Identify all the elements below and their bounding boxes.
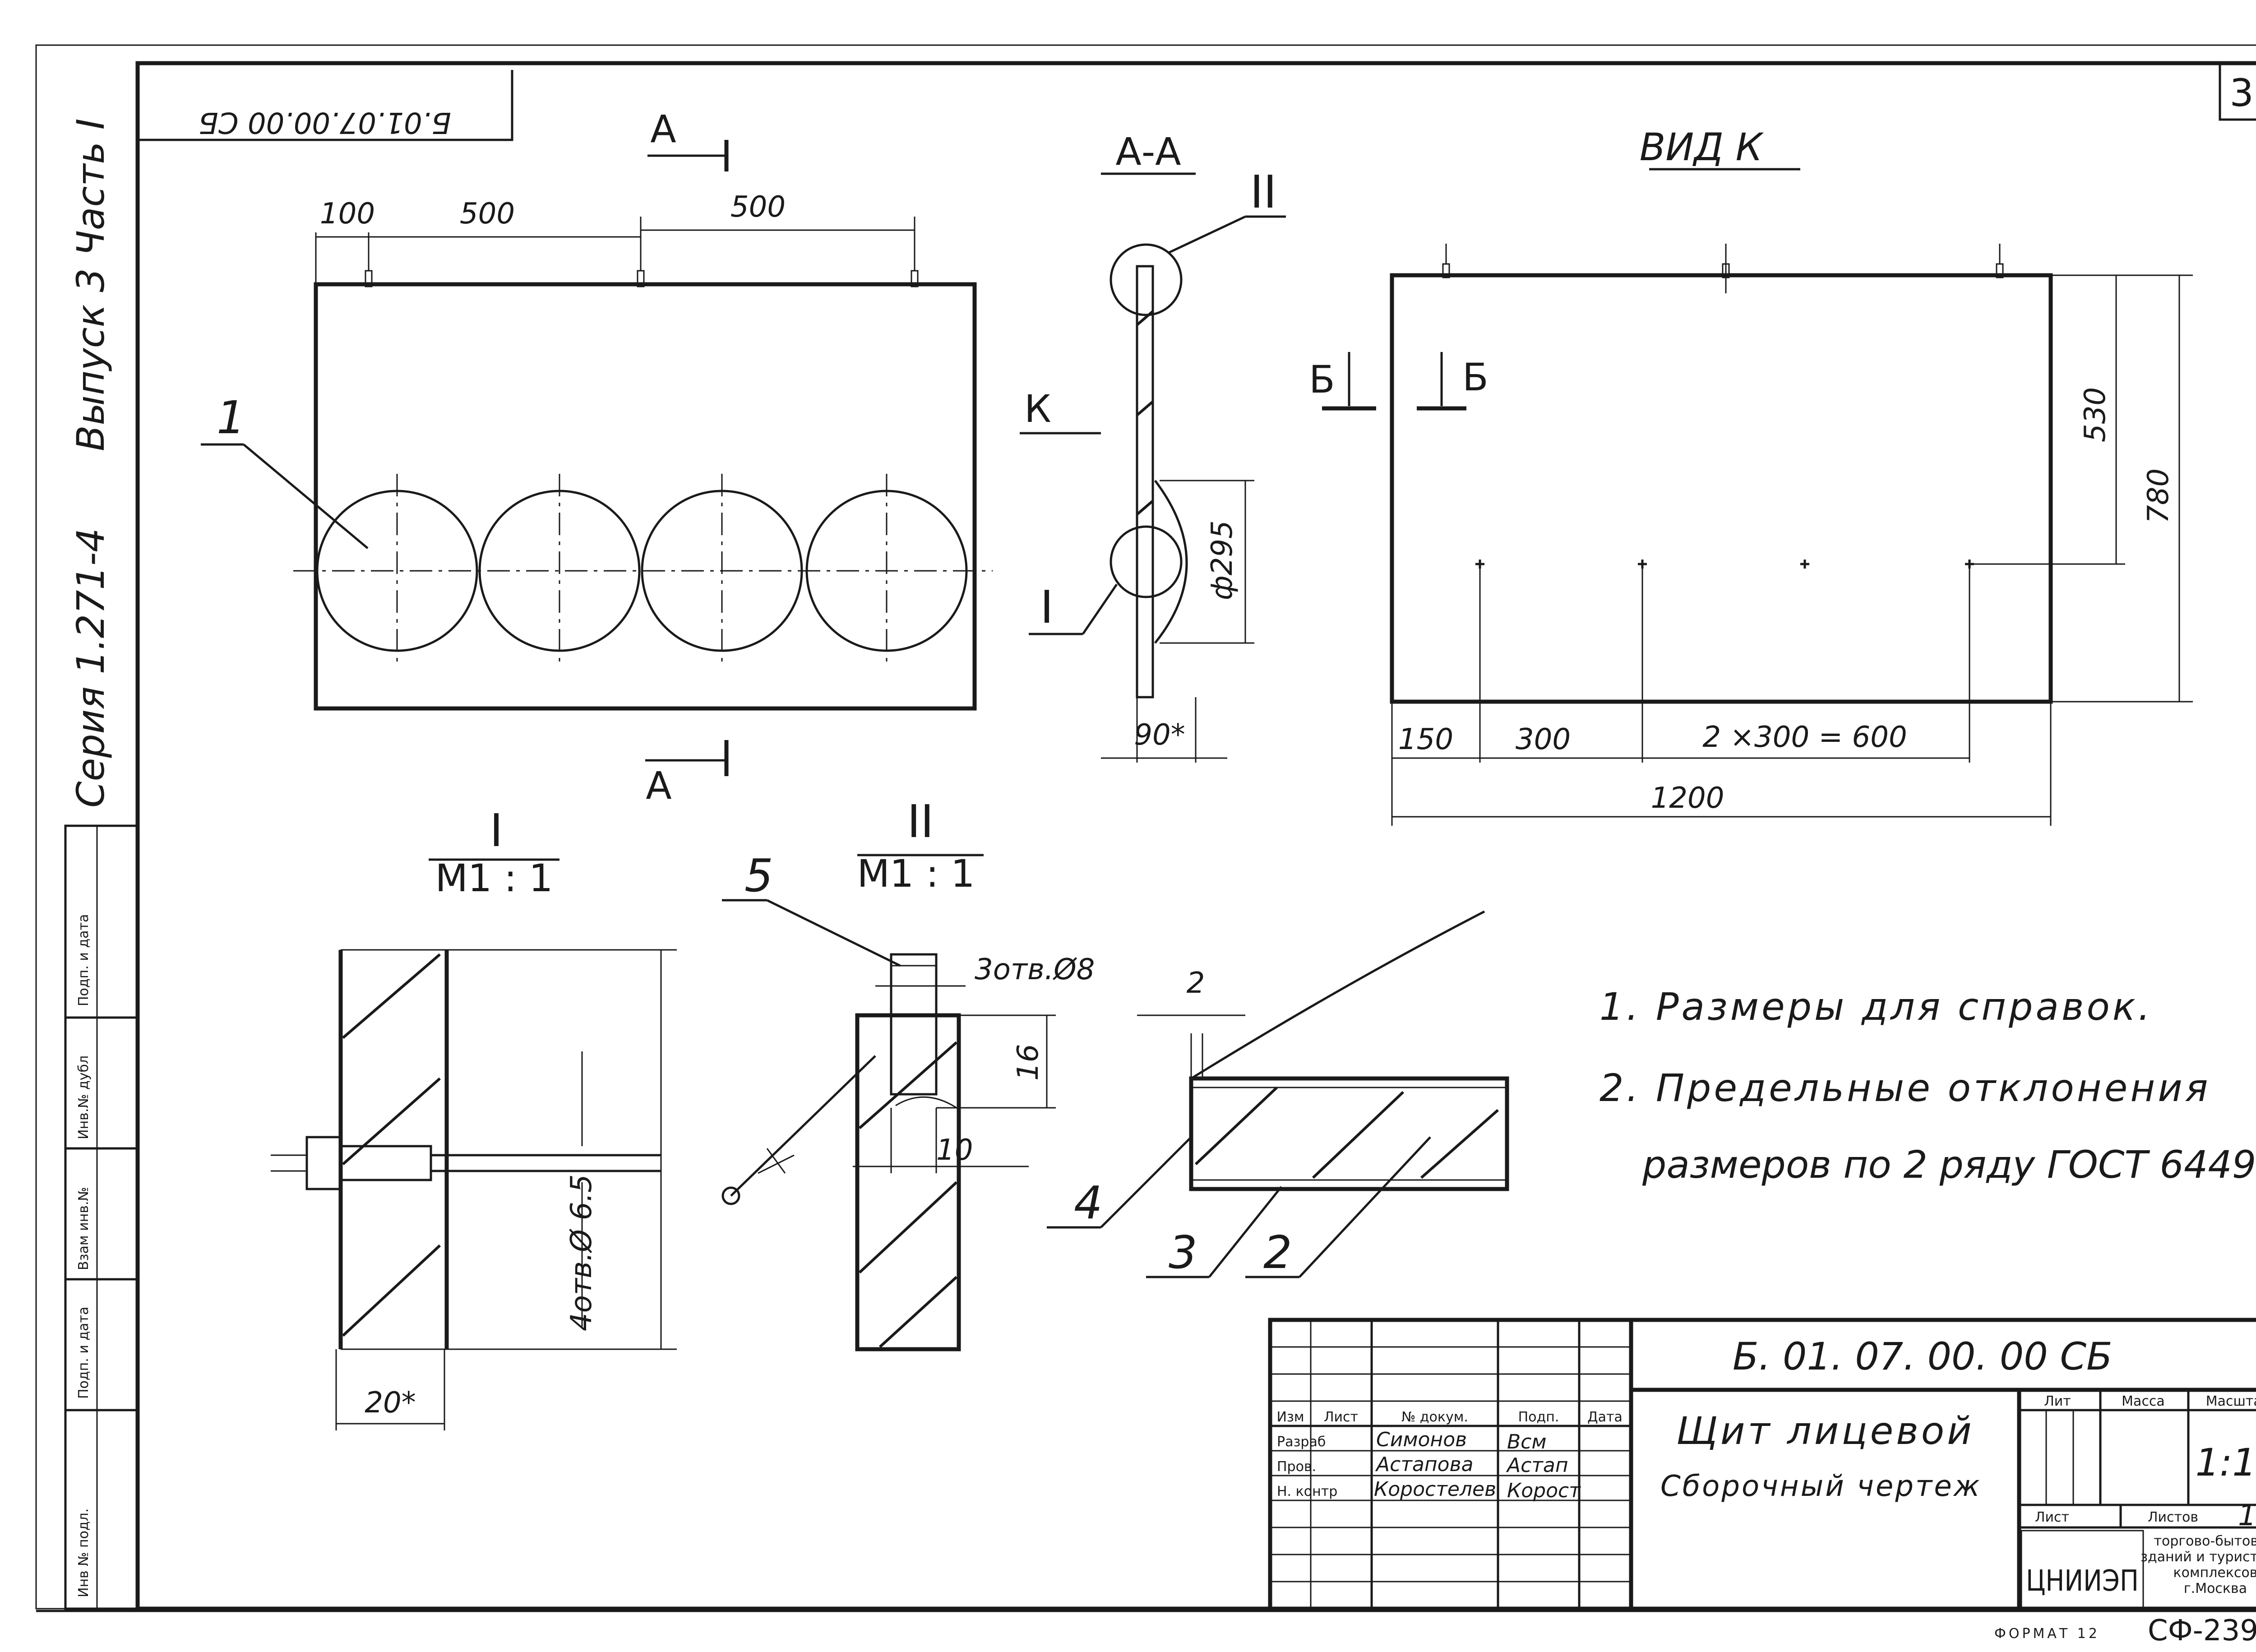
- detail-i-title: I: [490, 804, 503, 857]
- tb-signature-2: Астап: [1506, 1454, 1568, 1477]
- series-label: Серия 1.271-4: [69, 528, 113, 808]
- callout-ii: II: [1250, 166, 1277, 218]
- tb-lit-label: Лит: [2044, 1393, 2071, 1409]
- org-line-3: комплексов: [2173, 1565, 2256, 1581]
- dim-530: 530: [2079, 387, 2112, 442]
- detail-i: I М1 : 1 4отв.Ø 6.5 20*: [271, 804, 677, 1430]
- page-number: 31: [2230, 71, 2256, 115]
- org-line-4: г.Москва: [2184, 1581, 2247, 1596]
- tb-sheets-label: Листов: [2148, 1509, 2198, 1525]
- dim-780: 780: [2142, 468, 2175, 523]
- tb-role-razrab: Разраб: [1277, 1434, 1326, 1450]
- org-logo: ЦНИИЭП: [2026, 1564, 2139, 1598]
- dim-150: 150: [1398, 723, 1453, 756]
- dim-500-b: 500: [730, 190, 786, 224]
- tb-header-izm: Изм: [1276, 1409, 1304, 1425]
- format-label: ФОРМАТ 12: [1994, 1626, 2100, 1642]
- view-k-arrow: К: [1024, 387, 1051, 431]
- dim-90: 90*: [1134, 718, 1185, 752]
- col-podp-data-1: Подп. и дата: [76, 1307, 92, 1399]
- detail-ii-scale: М1 : 1: [857, 851, 975, 896]
- tb-mass-label: Масса: [2122, 1393, 2165, 1409]
- tb-role-nkontr: Н. контр: [1277, 1484, 1337, 1499]
- section-a-top: А: [650, 107, 676, 151]
- left-signature-strip: Инв № подл. Подп. и дата Взам инв.№ Инв.…: [64, 824, 139, 1610]
- section-b-label-4: 4: [1074, 1176, 1103, 1229]
- issue-label: Выпуск 3 Часть I: [69, 118, 113, 451]
- view-k-title: ВИД К: [1640, 125, 1764, 169]
- notes: 1. Размеры для справок. 2. Предельные от…: [1600, 985, 2256, 1187]
- view-k: ВИД К Б Б 530 780: [1309, 125, 2193, 826]
- org-logo-box: [2020, 1530, 2144, 1608]
- dim-300: 300: [1516, 723, 1571, 756]
- tb-name-line-2: Сборочный чертеж: [1660, 1470, 1981, 1503]
- detail-ii: II М1 : 1 5 3отв.Ø8 16 10: [721, 795, 1095, 1351]
- detail-ii-title: II: [907, 795, 934, 848]
- org-line-2: зданий и туристских: [2140, 1549, 2256, 1565]
- tb-header-list: Лист: [1324, 1409, 1358, 1425]
- dim-600: 2 ×300 = 600: [1702, 721, 1907, 754]
- section-b-label-3: 3: [1169, 1226, 1197, 1279]
- col-inv-podl: Инв № подл.: [76, 1509, 92, 1597]
- main-view: 100 500 500 1 А А: [201, 107, 993, 808]
- section-b-label-2: 2: [1263, 1226, 1292, 1279]
- detail-i-holes: 4отв.Ø 6.5: [565, 1174, 598, 1331]
- dim-diameter: ф295: [1206, 520, 1239, 600]
- col-inv-dubl: Инв.№ дубл: [76, 1055, 92, 1139]
- tb-header-dokum: № докум.: [1401, 1409, 1468, 1425]
- tb-sheets-value: 1: [2238, 1499, 2256, 1532]
- mirrored-code-box: Б.01.07.00.00 СБ: [138, 70, 513, 141]
- tb-name-simonov: Симонов: [1376, 1428, 1467, 1451]
- stamp-code: СФ-239-: [2148, 1614, 2256, 1647]
- tb-sheet-label: Лист: [2035, 1509, 2069, 1525]
- part-5-label: 5: [744, 849, 773, 902]
- note-1: 1. Размеры для справок.: [1600, 985, 2153, 1029]
- tb-name-line-1: Щит лицевой: [1676, 1409, 1974, 1453]
- detail-ii-dim-10: 10: [936, 1134, 973, 1167]
- tb-header-data: Дата: [1587, 1409, 1623, 1425]
- section-aa-title: А-А: [1115, 130, 1181, 174]
- title-block: Изм Лист № докум. Подп. Дата Разраб Пров…: [1268, 1318, 2256, 1611]
- callout-i: I: [1040, 581, 1054, 634]
- tb-scale-label: Масштаб: [2206, 1393, 2256, 1409]
- tb-scale-value: 1:10: [2196, 1440, 2256, 1485]
- tb-header-podp: Подп.: [1518, 1409, 1559, 1425]
- tb-role-prov: Пров.: [1277, 1459, 1316, 1475]
- tb-name-astapova: Астапова: [1375, 1453, 1473, 1476]
- dim-1200: 1200: [1651, 782, 1724, 815]
- note-3: размеров по 2 ряду ГОСТ 6449-53.: [1642, 1143, 2256, 1187]
- dim-100: 100: [320, 197, 375, 231]
- part-1-label: 1: [217, 391, 245, 444]
- detail-ii-dim-16: 16: [1012, 1044, 1045, 1081]
- section-a-bottom: А: [646, 764, 671, 808]
- section-b-right: Б: [1462, 355, 1489, 399]
- tb-name-korostelev: Коростелев: [1374, 1478, 1496, 1501]
- page-number-box: 31: [2219, 62, 2256, 121]
- detail-i-dim: 20*: [365, 1386, 416, 1420]
- tb-signature-1: Всм: [1507, 1430, 1547, 1453]
- section-b-dim-2: 2: [1187, 967, 1205, 1000]
- section-a-a: А-А II I ф295 К 90*: [1020, 130, 1286, 763]
- dim-500-a: 500: [460, 197, 515, 231]
- tb-signature-3: Корост: [1507, 1479, 1581, 1502]
- note-2: 2. Предельные отклонения: [1600, 1066, 2210, 1110]
- detail-i-scale: М1 : 1: [435, 856, 553, 900]
- detail-ii-holes: 3отв.Ø8: [975, 953, 1095, 986]
- section-b-left: Б: [1309, 357, 1335, 402]
- col-vzam-inv: Взам инв.№: [76, 1187, 92, 1270]
- org-line-1: торгово-бытовых: [2154, 1533, 2256, 1549]
- section-b-b: 2 4 3 2: [1047, 910, 1509, 1279]
- mirrored-code: Б.01.07.00.00 СБ: [199, 106, 451, 139]
- tb-code: Б. 01. 07. 00. 00 СБ: [1733, 1334, 2113, 1379]
- col-podp-data-2: Подп. и дата: [76, 914, 92, 1006]
